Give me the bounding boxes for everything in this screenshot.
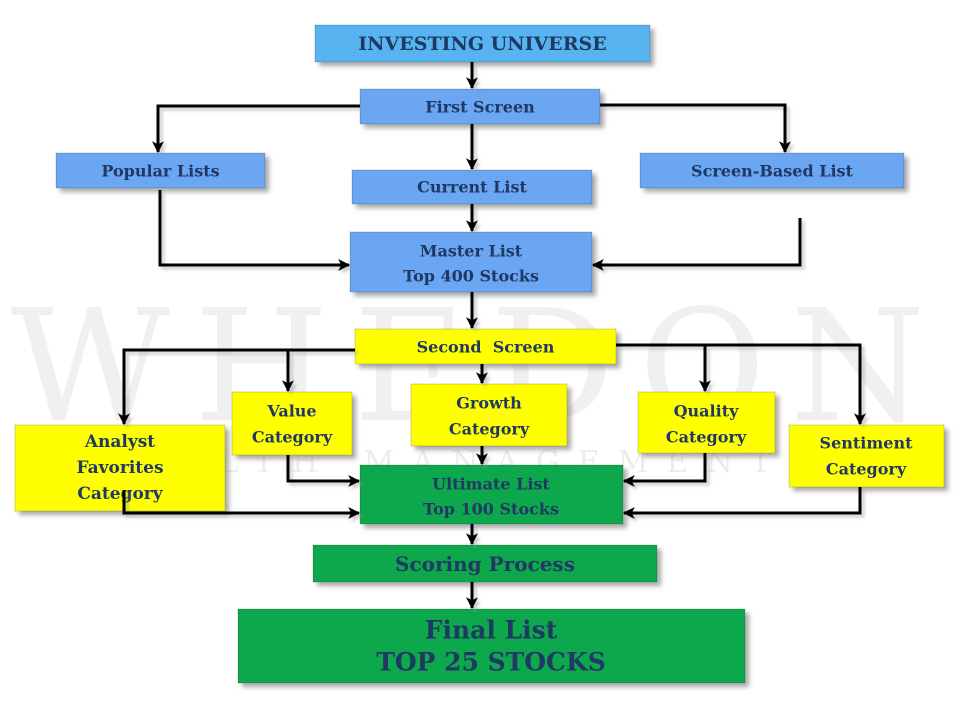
node-label: Scoring Process (395, 552, 575, 576)
arrow-first-screen-to-popular-lists (152, 104, 360, 154)
node-label-line-2: TOP 25 STOCKS (376, 648, 606, 677)
node-box (237, 608, 746, 684)
node-growth-category: Growth Category (410, 383, 568, 447)
node-label: Screen-Based List (691, 162, 854, 181)
node-label: Current List (417, 178, 527, 197)
node-label-line-2: Category (252, 428, 333, 447)
node-label-line-3: Category (77, 484, 163, 504)
node-value-category: Value Category (231, 391, 353, 456)
arrow-second-screen-to-sentiment-category (616, 343, 866, 426)
node-quality-category: Quality Category (637, 391, 776, 454)
node-box (314, 24, 651, 63)
arrow-analyst-favorites-to-ultimate-list (122, 490, 361, 519)
node-label-line-1: Final List (425, 616, 558, 645)
arrow-value-category-to-ultimate-list (286, 455, 361, 487)
node-box (14, 424, 226, 512)
node-popular-lists: Popular Lists (55, 152, 266, 189)
node-label-line-2: Top 400 Stocks (403, 267, 539, 286)
connectors (118, 62, 866, 610)
node-label-line-1: Value (266, 402, 316, 421)
node-label: Second Screen (417, 338, 555, 357)
node-label-line-2: Category (826, 460, 907, 479)
node-master-list: Master List Top 400 Stocks (349, 231, 593, 293)
node-label-line-1: Master List (420, 242, 523, 261)
arrow-sentiment-category-to-ultimate-list (622, 487, 862, 519)
node-screen-based-list: Screen-Based List (639, 152, 905, 189)
node-label-line-2: Category (666, 428, 747, 447)
node-box (349, 231, 593, 293)
node-box (639, 152, 905, 189)
node-label-line-2: Category (449, 420, 530, 439)
node-investing-universe: INVESTING UNIVERSE (314, 24, 651, 63)
node-label-line-1: Quality (674, 402, 739, 421)
node-label: Popular Lists (101, 162, 219, 181)
node-analyst-favorites-category: Analyst Favorites Category (14, 424, 226, 512)
node-label: INVESTING UNIVERSE (358, 33, 606, 55)
node-box (410, 383, 568, 447)
node-sentiment-category: Sentiment Category (788, 424, 945, 488)
node-final-list: Final List TOP 25 STOCKS (237, 608, 746, 684)
node-box (788, 424, 945, 488)
arrow-quality-category-to-ultimate-list (622, 453, 707, 487)
node-label: First Screen (425, 98, 535, 117)
node-ultimate-list: Ultimate List Top 100 Stocks (359, 464, 624, 525)
node-first-screen: First Screen (359, 88, 601, 125)
node-scoring-process: Scoring Process (312, 544, 658, 583)
arrow-second-screen-to-analyst-favorites (118, 348, 355, 426)
node-second-screen: Second Screen (354, 328, 617, 365)
node-box (354, 328, 617, 365)
arrow-popular-lists-to-master-list (158, 190, 351, 271)
node-current-list: Current List (351, 169, 593, 205)
arrow-screen-based-list-to-master-list (591, 218, 802, 271)
node-label-line-1: Sentiment (820, 434, 914, 453)
node-label-line-1: Growth (456, 394, 522, 413)
node-label-line-1: Ultimate List (432, 475, 550, 494)
node-box (312, 544, 658, 583)
node-box (359, 464, 624, 525)
node-box (55, 152, 266, 189)
node-label-line-1: Analyst (84, 432, 155, 452)
node-label-line-2: Top 100 Stocks (423, 500, 559, 519)
node-label-line-2: Favorites (76, 458, 163, 478)
node-box (637, 391, 776, 454)
node-box (231, 391, 353, 456)
arrow-first-screen-to-screen-based-list (600, 103, 791, 154)
